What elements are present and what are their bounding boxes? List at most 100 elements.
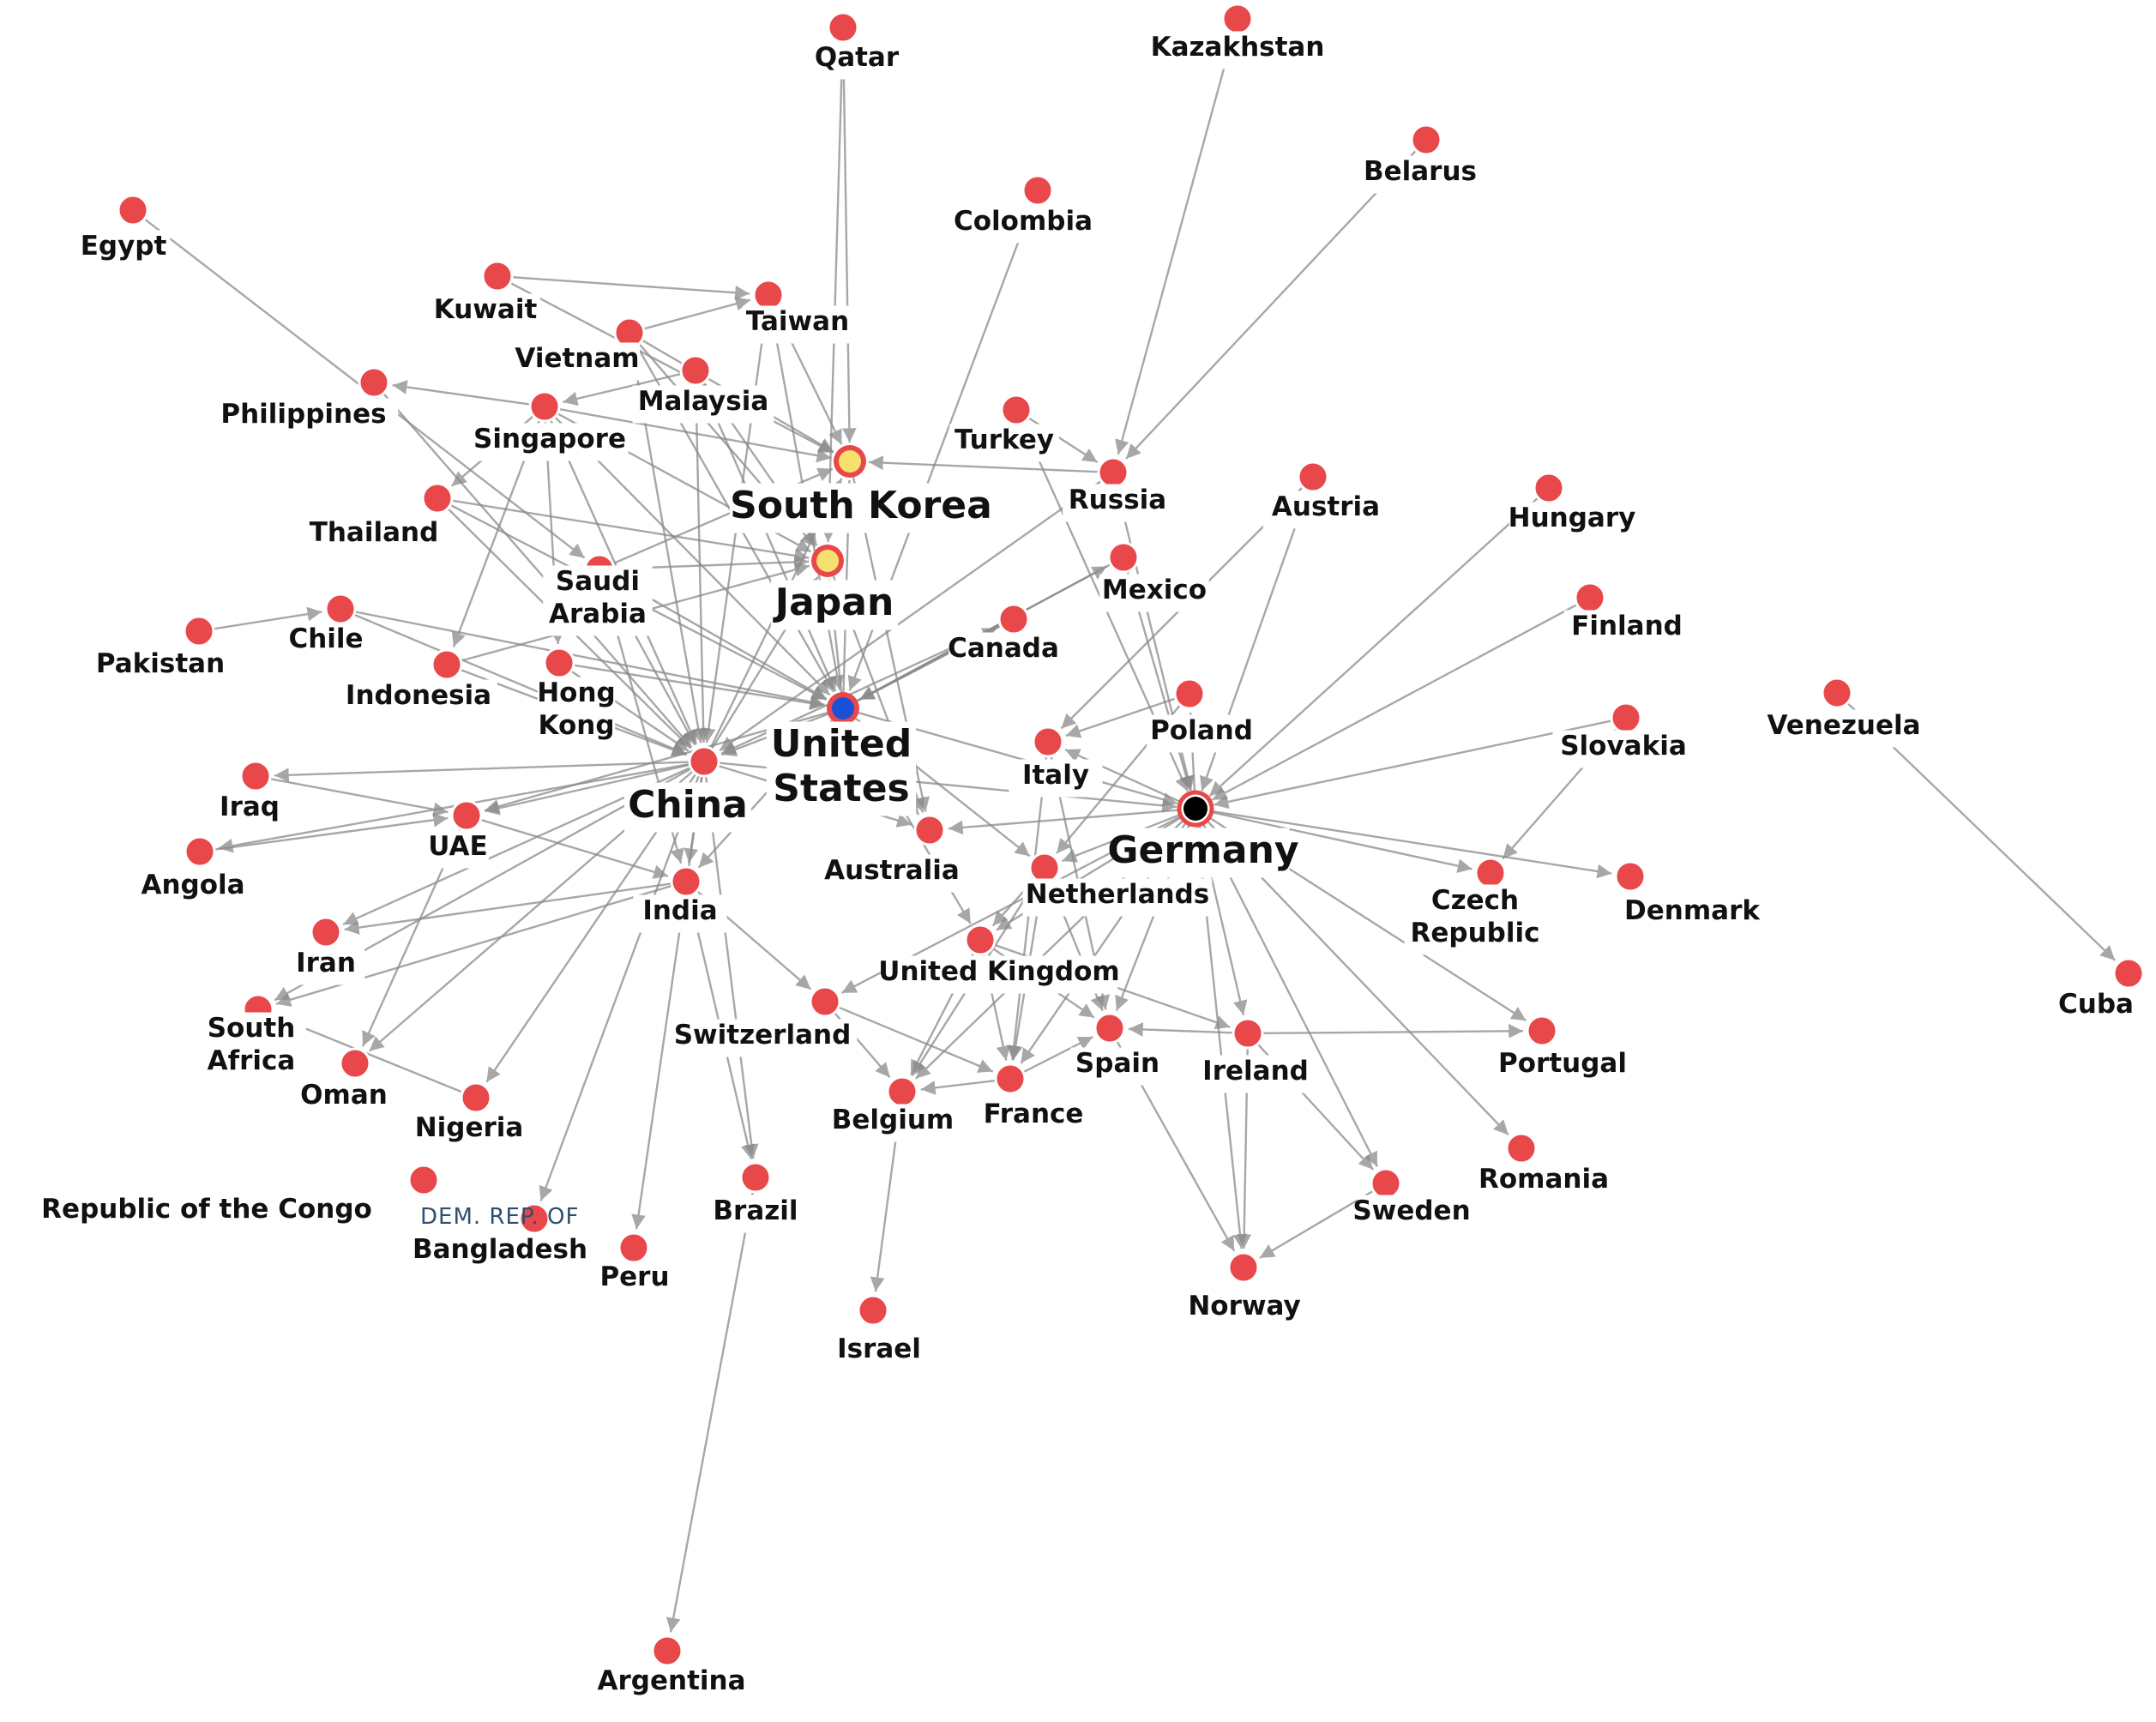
node-india[interactable]	[670, 865, 702, 898]
node-dot	[997, 603, 1030, 635]
node-canada[interactable]	[997, 603, 1030, 635]
node-hong-kong[interactable]	[543, 647, 575, 679]
node-hungary[interactable]	[1533, 472, 1565, 504]
node-nigeria[interactable]	[460, 1081, 492, 1114]
node-argentina[interactable]	[651, 1635, 684, 1667]
node-belgium[interactable]	[886, 1075, 918, 1108]
node-south-korea[interactable]	[834, 445, 866, 478]
node-israel[interactable]	[857, 1294, 889, 1327]
label-text: Indonesia	[346, 680, 491, 711]
label-background	[514, 342, 641, 381]
node-china[interactable]	[688, 745, 720, 778]
node-finland[interactable]	[1574, 581, 1606, 614]
node-chile[interactable]	[324, 593, 357, 625]
node-germany[interactable]	[1177, 790, 1214, 828]
node-oman[interactable]	[339, 1047, 371, 1080]
label-text: Slovakia	[1560, 731, 1687, 762]
node-layer	[117, 3, 2145, 1667]
node-kazakhstan[interactable]	[1221, 3, 1254, 35]
node-qatar[interactable]	[827, 11, 859, 44]
label-text: Chile	[288, 623, 363, 654]
node-poland[interactable]	[1173, 677, 1206, 710]
label-background	[829, 1104, 956, 1142]
node-dot	[324, 593, 357, 625]
node-norway[interactable]	[1227, 1251, 1260, 1284]
node-egypt[interactable]	[117, 194, 149, 226]
node-sweden[interactable]	[1370, 1167, 1402, 1200]
node-australia[interactable]	[913, 814, 946, 846]
label-background	[824, 1333, 934, 1371]
node-dot	[431, 648, 463, 681]
node-congo[interactable]	[407, 1164, 440, 1196]
node-mexico[interactable]	[1107, 541, 1140, 574]
label-text: Poland	[1150, 715, 1253, 746]
node-dot	[1000, 394, 1033, 426]
label-background	[1147, 714, 1256, 753]
node-iraq[interactable]	[239, 760, 272, 792]
node-kuwait[interactable]	[481, 260, 514, 292]
node-dot	[421, 482, 454, 515]
node-philippines[interactable]	[358, 366, 390, 399]
label-venezuela: Venezuela	[1765, 709, 1923, 748]
edge-kazakhstan-russia	[1115, 33, 1235, 455]
node-turkey[interactable]	[1000, 394, 1033, 426]
node-slovakia[interactable]	[1610, 701, 1642, 734]
label-chile: Chile	[279, 623, 373, 661]
label-background	[1151, 31, 1324, 69]
node-bangladesh[interactable]	[518, 1202, 551, 1235]
node-pakistan[interactable]	[183, 615, 215, 647]
label-slovakia: Slovakia	[1552, 730, 1695, 768]
label-nigeria: Nigeria	[406, 1111, 533, 1150]
label-text: China	[628, 783, 748, 827]
node-angola[interactable]	[184, 835, 216, 868]
edge-angola-uae	[214, 812, 449, 851]
node-czech-republic[interactable]	[1474, 857, 1507, 889]
edge-germany-denmark	[1210, 810, 1612, 879]
node-italy[interactable]	[1032, 726, 1064, 758]
node-denmark[interactable]	[1614, 860, 1647, 893]
node-taiwan[interactable]	[752, 279, 785, 311]
node-austria[interactable]	[1297, 461, 1329, 493]
node-thailand[interactable]	[421, 482, 454, 515]
edge-india-south_africa	[275, 885, 672, 1007]
node-dot	[1107, 541, 1140, 574]
node-singapore[interactable]	[528, 390, 561, 423]
node-switzerland[interactable]	[809, 985, 841, 1018]
node-brazil[interactable]	[739, 1161, 772, 1194]
node-indonesia[interactable]	[431, 648, 463, 681]
node-iran[interactable]	[310, 916, 342, 948]
node-netherlands[interactable]	[1028, 852, 1061, 884]
node-uae[interactable]	[450, 799, 483, 832]
node-dot	[1297, 461, 1329, 493]
node-romania[interactable]	[1505, 1132, 1538, 1165]
label-text: Vietnam	[515, 343, 639, 374]
node-united-states[interactable]	[827, 692, 859, 725]
node-dot	[1227, 1251, 1260, 1284]
node-united-kingdom[interactable]	[964, 924, 997, 956]
node-japan[interactable]	[811, 545, 844, 577]
node-venezuela[interactable]	[1821, 677, 1853, 709]
label-background	[543, 565, 653, 636]
label-germany: Germany	[1107, 828, 1299, 878]
node-belarus[interactable]	[1410, 123, 1442, 156]
edge-china-bangladesh	[539, 775, 700, 1201]
node-dot	[913, 814, 946, 846]
node-colombia[interactable]	[1021, 174, 1054, 207]
edge-hungary-germany	[1208, 497, 1539, 798]
label-denmark: Denmark	[1624, 894, 1761, 933]
label-norway: Norway	[1188, 1290, 1301, 1328]
label-background	[1563, 610, 1690, 648]
node-portugal[interactable]	[1526, 1015, 1558, 1047]
node-spain[interactable]	[1093, 1012, 1126, 1045]
node-ireland[interactable]	[1232, 1017, 1264, 1050]
node-malaysia[interactable]	[679, 354, 712, 387]
node-cuba[interactable]	[2112, 957, 2145, 990]
node-russia[interactable]	[1097, 456, 1129, 489]
label-background	[766, 721, 917, 816]
node-peru[interactable]	[617, 1231, 650, 1264]
node-dot	[679, 354, 712, 387]
edge-china-angola	[218, 762, 690, 853]
label-singapore: Singapore	[471, 423, 629, 461]
node-france[interactable]	[994, 1063, 1027, 1095]
